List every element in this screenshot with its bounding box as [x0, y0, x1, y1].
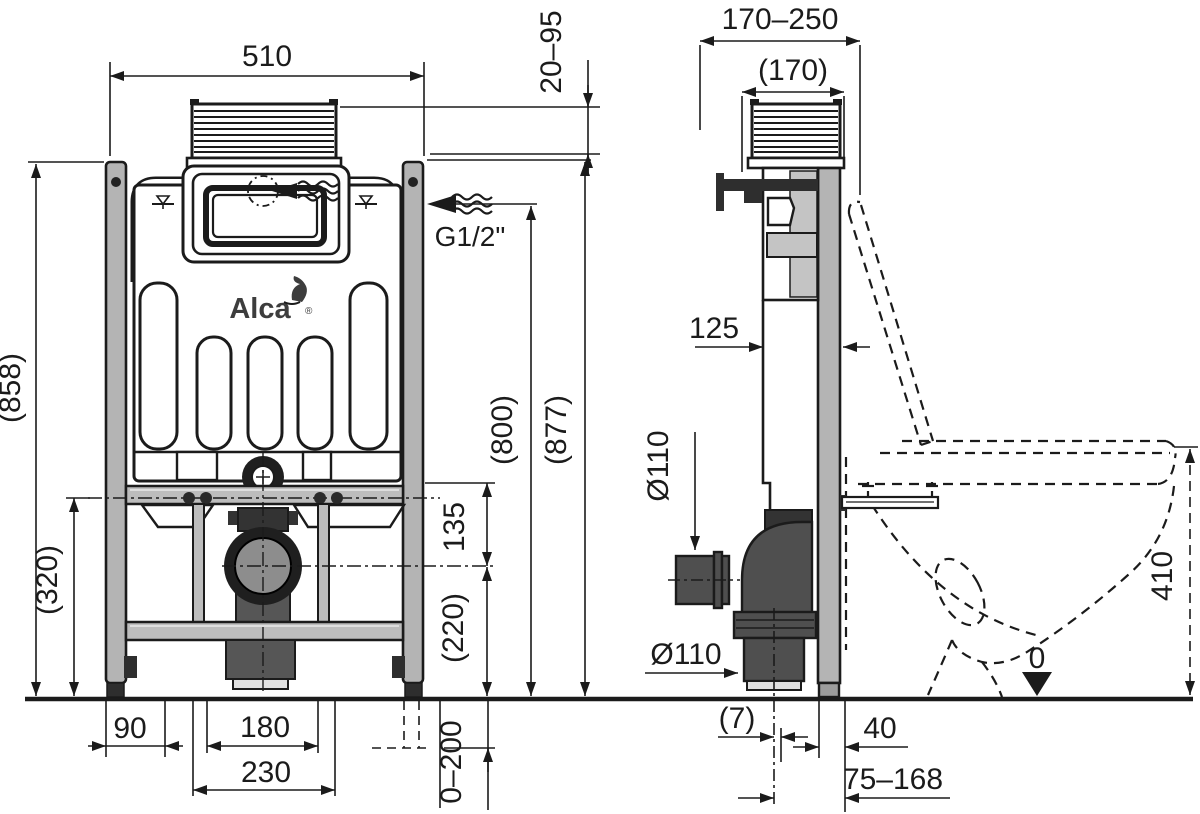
- dim-outlet-width-180: 180: [240, 711, 290, 744]
- foot-side: [817, 681, 841, 699]
- wall-bracket: [716, 173, 818, 227]
- dim-top-height-877: (877): [540, 395, 573, 465]
- right-post: [392, 160, 425, 698]
- post-side: [816, 166, 842, 685]
- dim-depth-range-170-250: 170–250: [722, 3, 839, 36]
- flush-opening-protection-box: [185, 99, 343, 170]
- dim-wall-gap-40: 40: [863, 712, 896, 745]
- outlet-box: [225, 639, 296, 690]
- dim-depth-nominal-170: (170): [758, 54, 828, 87]
- brand-logo-text: Alca: [229, 293, 291, 325]
- front-view-frame: Alca ®: [88, 99, 496, 698]
- lower-crossbar: [124, 620, 405, 642]
- dim-lower-height-320: (320): [31, 545, 64, 615]
- dim-seat-height-410: 410: [1146, 551, 1179, 601]
- side-view-frame: [668, 99, 1177, 806]
- cistern-side: [761, 166, 820, 512]
- water-level-mark-left: [152, 195, 174, 209]
- water-inlet-arrow-icon: [272, 180, 339, 202]
- dim-inlet-height-800: (800): [486, 395, 519, 465]
- floor-zero-marker-icon: [1022, 672, 1052, 696]
- protection-box-side: [746, 99, 846, 170]
- dim-inlet-thread: G1/2": [435, 221, 506, 252]
- dim-axis-offset-7: (7): [719, 702, 756, 735]
- left-post: [104, 160, 137, 698]
- toilet-outline-dashed: [844, 200, 1177, 698]
- dim-below-floor-0-200: 0–200: [435, 720, 468, 803]
- dim-outlet-span-230: 230: [241, 756, 291, 789]
- dim-width-510: 510: [242, 40, 292, 73]
- dim-axis-to-floor-220: (220): [437, 593, 470, 663]
- swan-icon: [291, 276, 307, 302]
- drain-elbow: [732, 509, 818, 691]
- floor-zero-label: 0: [1029, 642, 1046, 675]
- front-dimensions: 510 20–95 (858) (320) G1/2" (800) (877): [0, 10, 600, 810]
- dim-foot-offset-90: 90: [113, 712, 146, 745]
- dim-bar-to-axis-135: 135: [438, 502, 471, 552]
- dim-cistern-depth-125: 125: [689, 312, 739, 345]
- brand-logo: Alca ®: [229, 276, 313, 325]
- side-dimensions: 170–250 (170) 125 Ø110 Ø110 (7) 40 75–16…: [642, 3, 1198, 812]
- cistern-front: [132, 164, 403, 483]
- dim-panel-range-20-95: 20–95: [535, 10, 568, 93]
- cistern-bottom-bracket: [134, 450, 401, 482]
- dim-inlet-pipe-dia: Ø110: [642, 430, 675, 501]
- dim-outlet-depth-range: 75–168: [843, 763, 943, 796]
- pipe-coupling: [668, 550, 740, 610]
- cistern-ribs: [138, 281, 389, 451]
- water-level-mark-right: [355, 195, 377, 209]
- seat-fixing-bracket: [840, 482, 940, 511]
- upper-crossbar: [88, 484, 440, 506]
- dim-outlet-pipe-dia: Ø110: [650, 638, 721, 671]
- dim-frame-height-858: (858): [0, 353, 27, 423]
- registered-mark: ®: [305, 306, 313, 317]
